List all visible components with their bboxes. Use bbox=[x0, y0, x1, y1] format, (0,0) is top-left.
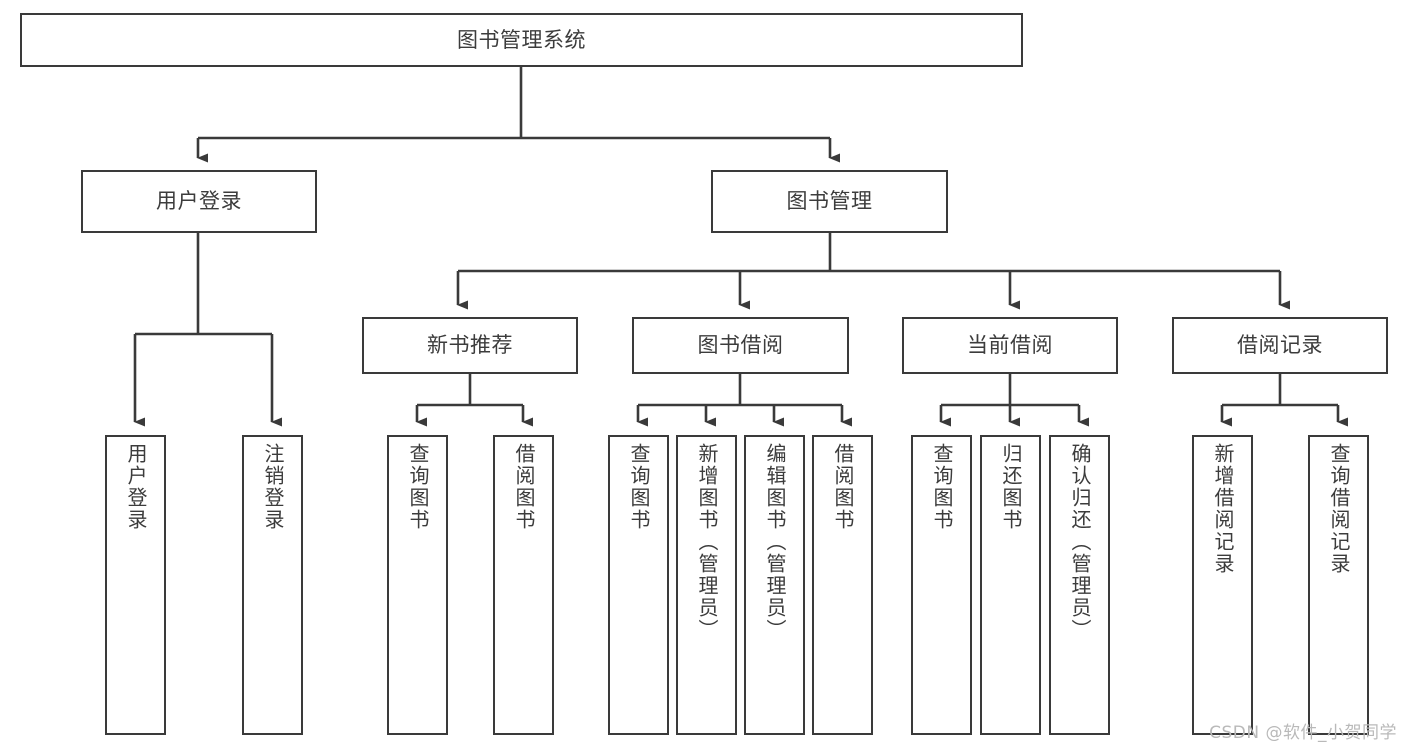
node-label: 用户登录 bbox=[124, 443, 148, 531]
node-label: 图书借阅 bbox=[697, 333, 784, 358]
node-label: 注销登录 bbox=[261, 443, 285, 531]
leaf-current-confirm-return-admin[interactable]: 确认归还（管理员） bbox=[1049, 435, 1110, 735]
node-label: 查询图书 bbox=[627, 443, 651, 531]
node-new-book-recommend[interactable]: 新书推荐 bbox=[362, 317, 578, 374]
leaf-user-login-login[interactable]: 用户登录 bbox=[105, 435, 166, 735]
node-label: 编辑图书（管理员） bbox=[763, 443, 787, 641]
node-label: 查询借阅记录 bbox=[1327, 443, 1351, 575]
node-label: 查询图书 bbox=[930, 443, 954, 531]
leaf-recommend-borrow-book[interactable]: 借阅图书 bbox=[493, 435, 554, 735]
node-label: 借阅图书 bbox=[512, 443, 536, 531]
node-label: 确认归还（管理员） bbox=[1068, 443, 1092, 641]
node-root-book-management-system[interactable]: 图书管理系统 bbox=[20, 13, 1023, 67]
node-borrow-records[interactable]: 借阅记录 bbox=[1172, 317, 1388, 374]
node-label: 新书推荐 bbox=[427, 333, 513, 358]
leaf-current-query-book[interactable]: 查询图书 bbox=[911, 435, 972, 735]
leaf-current-return-book[interactable]: 归还图书 bbox=[980, 435, 1041, 735]
leaf-user-login-logout[interactable]: 注销登录 bbox=[242, 435, 303, 735]
leaf-recommend-query-book[interactable]: 查询图书 bbox=[387, 435, 448, 735]
node-label: 借阅记录 bbox=[1237, 333, 1323, 358]
node-label: 图书管理系统 bbox=[457, 27, 586, 52]
node-label: 新增图书（管理员） bbox=[695, 443, 719, 641]
node-current-borrow[interactable]: 当前借阅 bbox=[902, 317, 1118, 374]
leaf-borrow-query-book[interactable]: 查询图书 bbox=[608, 435, 669, 735]
node-label: 当前借阅 bbox=[967, 333, 1053, 358]
node-label: 图书管理 bbox=[786, 189, 873, 214]
node-book-management[interactable]: 图书管理 bbox=[711, 170, 948, 233]
node-label: 查询图书 bbox=[406, 443, 430, 531]
node-label: 用户登录 bbox=[156, 189, 242, 214]
node-book-borrow[interactable]: 图书借阅 bbox=[632, 317, 849, 374]
leaf-records-query-record[interactable]: 查询借阅记录 bbox=[1308, 435, 1369, 735]
leaf-records-add-record[interactable]: 新增借阅记录 bbox=[1192, 435, 1253, 735]
leaf-borrow-borrow-book[interactable]: 借阅图书 bbox=[812, 435, 873, 735]
node-label: 新增借阅记录 bbox=[1211, 443, 1235, 575]
leaf-borrow-add-book-admin[interactable]: 新增图书（管理员） bbox=[676, 435, 737, 735]
node-label: 借阅图书 bbox=[831, 443, 855, 531]
node-label: 归还图书 bbox=[999, 443, 1023, 531]
leaf-borrow-edit-book-admin[interactable]: 编辑图书（管理员） bbox=[744, 435, 805, 735]
node-user-login[interactable]: 用户登录 bbox=[81, 170, 317, 233]
